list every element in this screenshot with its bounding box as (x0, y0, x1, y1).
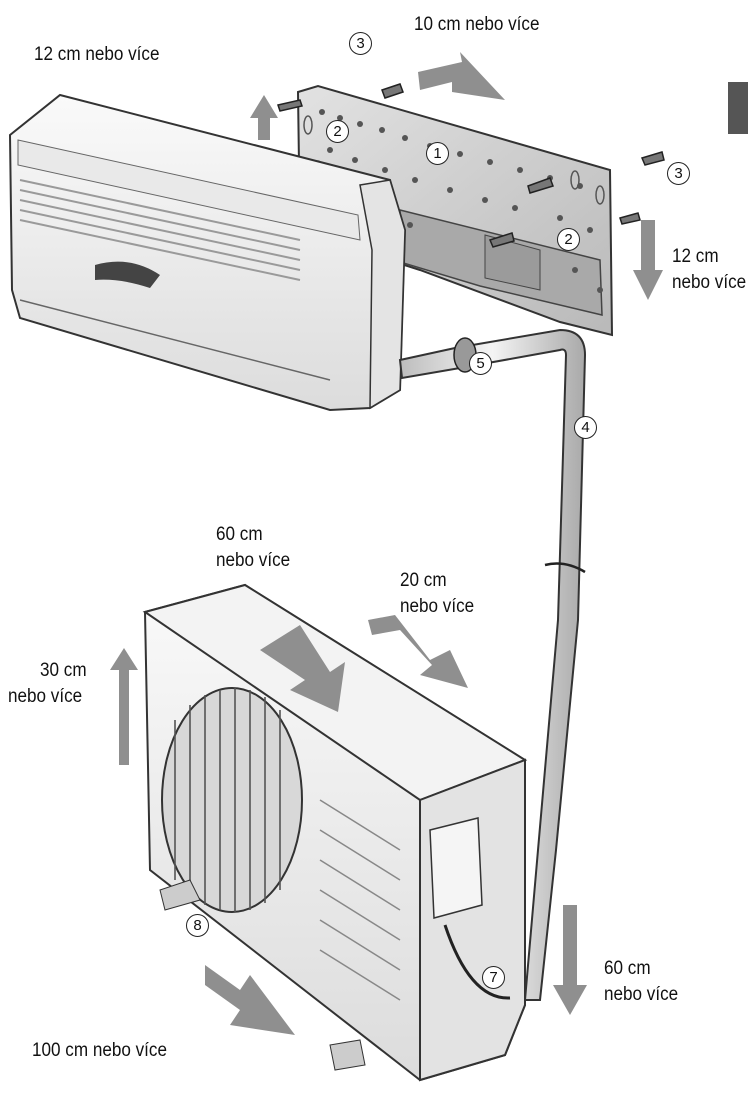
label-outdoor-top-line2: nebo více (216, 550, 291, 571)
label-left-line1: 30 cm (40, 660, 87, 681)
arrow-bottom-left (205, 965, 295, 1035)
callout-3-top: 3 (349, 32, 372, 55)
callout-2-left: 2 (326, 120, 349, 143)
label-bottom-right-line2: nebo více (604, 984, 679, 1005)
arrow-bottom-right (553, 905, 587, 1015)
callout-8: 8 (186, 914, 209, 937)
callout-5: 5 (469, 352, 492, 375)
callout-3-right: 3 (667, 162, 690, 185)
callout-1: 1 (426, 142, 449, 165)
label-left-line2: nebo více (8, 686, 83, 707)
arrow-top (418, 52, 505, 100)
label-top-center: 10 cm nebo více (414, 14, 540, 35)
mounting-plate (296, 84, 614, 337)
page-edge-tab (728, 82, 748, 134)
clearance-arrows (110, 52, 663, 1035)
label-top-left: 12 cm nebo více (34, 44, 160, 65)
outdoor-unit (142, 583, 528, 1082)
arrow-right (633, 220, 663, 300)
indoor-unit (8, 93, 407, 412)
label-outdoor-top-line1: 60 cm (216, 524, 263, 545)
label-bottom-right-line1: 60 cm (604, 958, 651, 979)
callout-4: 4 (574, 416, 597, 439)
label-bottom-left: 100 cm nebo více (32, 1040, 167, 1061)
arrow-top-left (250, 95, 278, 140)
screws (277, 83, 665, 248)
callout-2-right: 2 (557, 228, 580, 251)
arrow-outdoor-top (260, 625, 345, 712)
label-right-line1: 12 cm (672, 246, 719, 267)
arrow-outdoor-right (368, 615, 468, 688)
fan-grille (161, 687, 303, 913)
arrow-left (110, 648, 138, 765)
callout-7: 7 (482, 966, 505, 989)
label-outdoor-right-top-line1: 20 cm (400, 570, 447, 591)
label-right-line2: nebo více (672, 272, 747, 293)
label-outdoor-right-top-line2: nebo více (400, 596, 475, 617)
